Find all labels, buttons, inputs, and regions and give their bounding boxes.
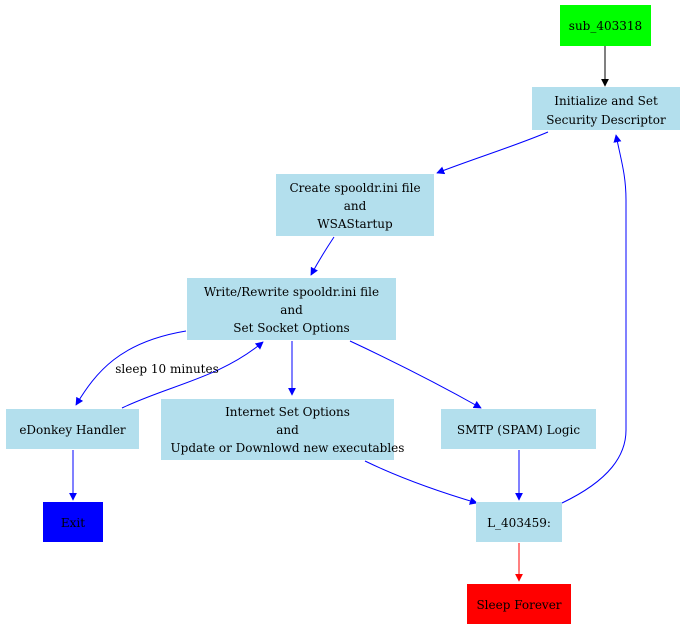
node-smtp[interactable]: SMTP (SPAM) Logic [441,409,596,449]
edge-write-to-smtp [349,340,482,409]
node-internet-line-1: Internet Set Options [225,405,350,419]
node-smtp-box [441,409,596,449]
node-write-box [187,278,396,340]
node-create[interactable]: Create spooldr.ini file and WSAStartup [276,174,434,236]
node-create-line-1: Create spooldr.ini file [289,181,420,195]
node-exit-label: Exit [61,516,85,530]
node-l403459-label: L_403459: [487,516,551,530]
edge-internet-to-l403459 [364,460,478,505]
node-internet-box [161,399,394,460]
node-init-line-1: Initialize and Set [554,94,658,108]
node-sleep-label: Sleep Forever [476,598,561,612]
node-exit[interactable]: Exit [43,502,103,542]
node-init-line-2: Security Descriptor [546,113,666,127]
node-create-line-2: and [344,199,367,213]
node-write-line-1: Write/Rewrite spooldr.ini file [204,285,379,299]
node-start-box [560,5,651,46]
node-internet[interactable]: Internet Set Options and Update or Downl… [161,399,404,460]
edge-edonkey-to-write [121,341,264,409]
node-write[interactable]: Write/Rewrite spooldr.ini file and Set S… [187,278,396,340]
node-internet-line-2: and [276,423,299,437]
node-l403459-box [476,502,562,542]
node-edonkey[interactable]: eDonkey Handler [6,409,139,449]
edge-create-to-write [310,236,335,276]
node-start-label: sub_403318 [569,19,642,33]
node-exit-box [43,502,103,542]
node-sleep-box [467,584,571,624]
node-edonkey-label: eDonkey Handler [19,423,126,437]
edge-l403459-to-init [561,134,627,504]
node-write-line-2: and [280,303,303,317]
node-start[interactable]: sub_403318 [560,5,651,46]
edge-label-sleep: sleep 10 minutes [115,362,219,376]
node-create-box [276,174,434,236]
edges [69,46,627,582]
node-write-line-3: Set Socket Options [233,321,349,335]
node-smtp-label: SMTP (SPAM) Logic [457,423,580,437]
node-init-box [532,87,680,130]
edge-write-to-edonkey [75,330,187,406]
node-internet-line-3: Update or Downlowd new executables [171,441,405,455]
node-edonkey-box [6,409,139,449]
node-sleep[interactable]: Sleep Forever [467,584,571,624]
node-init[interactable]: Initialize and Set Security Descriptor [532,87,680,130]
edge-init-to-create [436,131,549,175]
node-l403459[interactable]: L_403459: [476,502,562,542]
node-create-line-3: WSAStartup [317,217,393,231]
